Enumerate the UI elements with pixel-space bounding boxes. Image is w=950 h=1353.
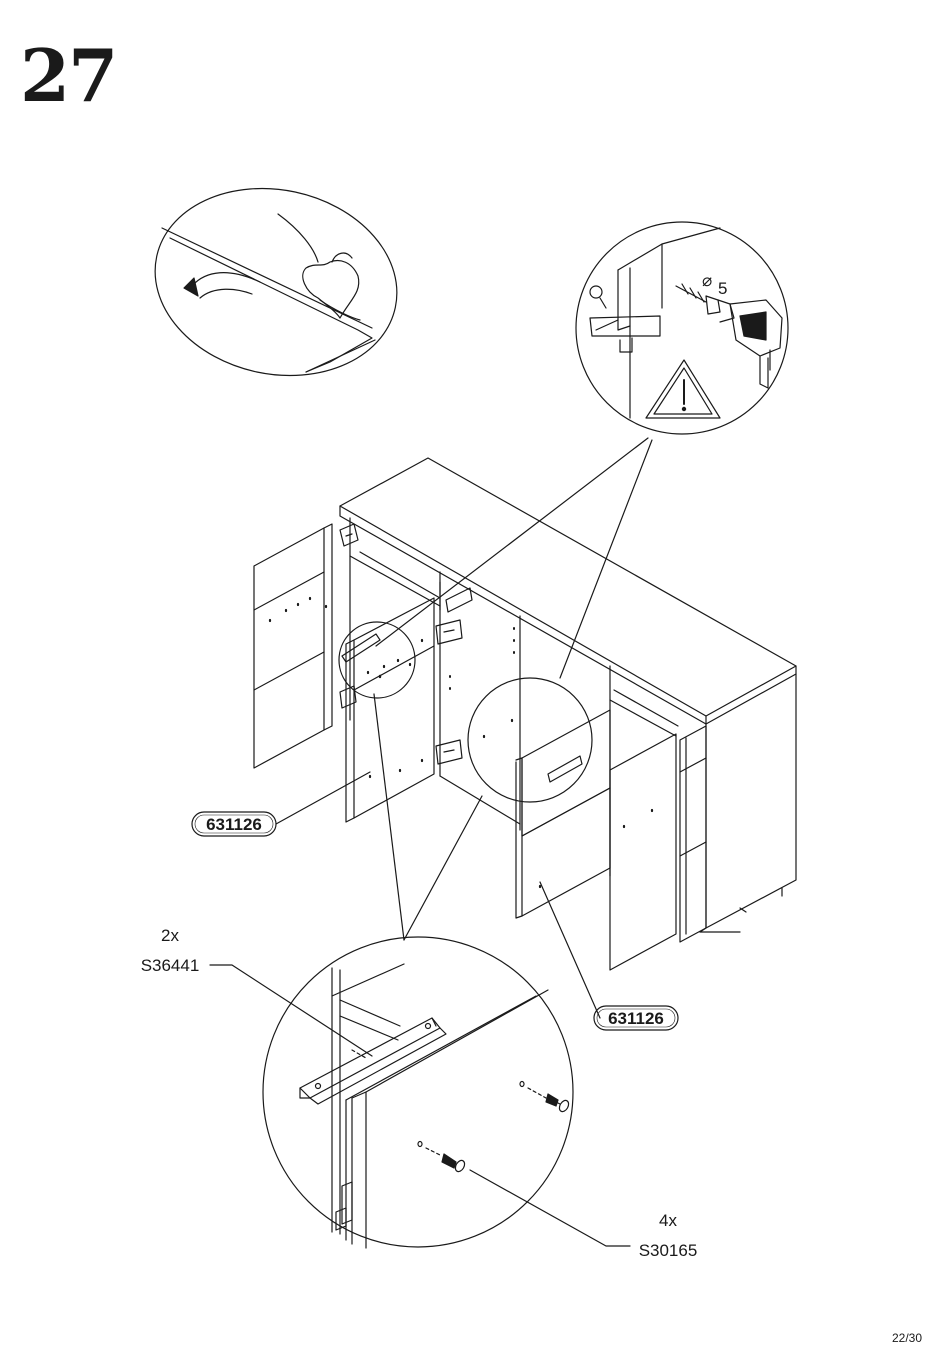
leader-line — [540, 882, 600, 1018]
drill-diameter-symbol: ⌀ — [702, 271, 712, 290]
leader-line — [470, 1170, 630, 1246]
right-door — [610, 734, 676, 970]
screw-icon — [418, 1142, 466, 1174]
svg-text:631126: 631126 — [608, 1009, 664, 1028]
leader-line — [404, 796, 482, 940]
peel-film-icon — [138, 167, 415, 398]
screw-part-code: S30165 — [639, 1241, 698, 1260]
screw-icon — [520, 1082, 570, 1114]
drill-diameter-label: 5 — [718, 279, 727, 298]
leader-line — [210, 965, 372, 1056]
handle-icon — [548, 756, 582, 782]
leader-line — [374, 694, 404, 940]
part-label-right: 631126 — [594, 1006, 678, 1030]
svg-text:631126: 631126 — [206, 815, 262, 834]
zoom-circle-drawer — [468, 678, 592, 802]
handle-part-code: S36441 — [141, 956, 200, 975]
handle-quantity: 2x — [161, 926, 179, 945]
left-door — [254, 524, 332, 768]
handle-icon — [300, 1018, 446, 1104]
part-label-left: 631126 — [192, 812, 276, 836]
screw-quantity: 4x — [659, 1211, 677, 1230]
warning-icon — [646, 360, 720, 418]
leader-line — [376, 438, 648, 646]
sideboard-cabinet — [340, 458, 796, 942]
page-number: 22/30 — [892, 1331, 922, 1345]
center-door — [346, 598, 434, 822]
leader-line — [276, 772, 370, 824]
drill-detail: ⌀ 5 — [576, 222, 788, 434]
